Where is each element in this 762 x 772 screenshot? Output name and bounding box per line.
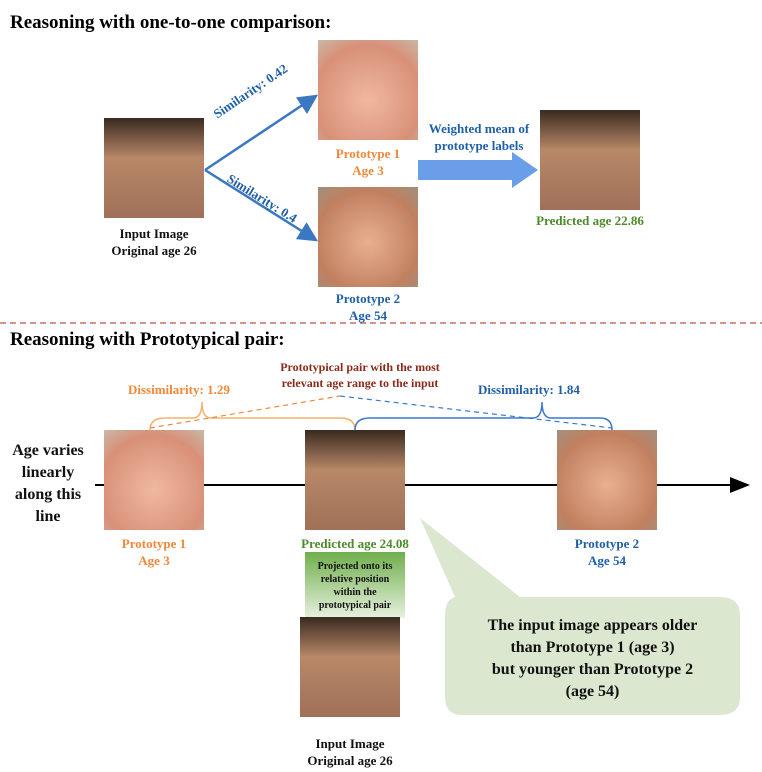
- prototype2-pair-label: Prototype 2 Age 54: [537, 535, 677, 569]
- prototype2-label: Prototype 2 Age 54: [298, 290, 438, 324]
- predicted-image-pair: [305, 430, 405, 530]
- section2-title: Reasoning with Prototypical pair:: [10, 329, 285, 350]
- prototype2-image: [318, 187, 418, 287]
- dissimilarity-1: Dissimilarity: 1.29: [128, 382, 230, 397]
- prototype1-label: Prototype 1 Age 3: [298, 145, 438, 179]
- prototype1-label-text: Prototype 1: [335, 146, 401, 161]
- projection-label-line: prototypical pair: [318, 600, 392, 611]
- orange-dashed-link: [149, 395, 341, 429]
- projection-band: [305, 552, 405, 618]
- weighted-mean-arrow: [418, 152, 538, 188]
- weighted-mean-line-1: Weighted mean of: [428, 121, 530, 136]
- axis-label: Age varies linearly along this line: [0, 440, 96, 528]
- projection-label: Projected onto its relative position withi…: [305, 560, 405, 612]
- callout-bubble: [420, 518, 740, 715]
- projection-label-line: Projected onto its: [317, 561, 393, 572]
- blue-dashed-link: [339, 395, 613, 429]
- prototype1-age-text: Age 3: [352, 163, 384, 178]
- prototype1-pair-age-text: Age 3: [138, 553, 170, 568]
- axis-label-line: line: [35, 508, 61, 525]
- prototype1-image: [318, 40, 418, 140]
- predicted-label: Predicted age 22.86: [536, 213, 644, 228]
- prototype2-age-text: Age 54: [349, 308, 387, 323]
- weighted-mean-label: Weighted mean of prototype labels: [414, 120, 544, 154]
- axis-label-line: along this: [14, 486, 82, 503]
- input-pair-label-text: Input Image: [315, 736, 385, 751]
- prototype2-image-pair: [557, 430, 657, 530]
- orange-bracket: [149, 401, 356, 431]
- similarity-arrow-1: [204, 94, 319, 172]
- input-age-text: Original age 26: [111, 243, 197, 258]
- projection-label-line: within the: [333, 587, 377, 598]
- callout-line: than Prototype 1 (age 3): [510, 639, 675, 656]
- similarity-arrow-2: [204, 168, 319, 242]
- input-pair-age-text: Original age 26: [307, 753, 393, 768]
- predicted-pair-label: Predicted age 24.08: [301, 536, 409, 551]
- callout-text: The input image appears older than Protot…: [450, 615, 735, 703]
- input-image-pair: [300, 617, 400, 717]
- dissimilarity-2: Dissimilarity: 1.84: [478, 382, 580, 397]
- pair-label-line-1: Prototypical pair with the most: [280, 360, 440, 374]
- prototype1-image-pair: [104, 430, 204, 530]
- blue-bracket: [354, 401, 613, 431]
- prototype2-label-text: Prototype 2: [335, 291, 401, 306]
- prototype1-pair-label-text: Prototype 1: [121, 536, 187, 551]
- axis-label-line: Age varies: [12, 442, 84, 459]
- axis-label-line: linearly: [21, 464, 75, 481]
- pair-label-line-2: relevant age range to the input: [281, 376, 439, 390]
- prototype2-pair-label-text: Prototype 2: [574, 536, 640, 551]
- section1-title: Reasoning with one-to-one comparison:: [10, 12, 332, 33]
- callout-line: The input image appears older: [487, 617, 698, 634]
- input-label-text: Input Image: [119, 226, 189, 241]
- prototype1-pair-label: Prototype 1 Age 3: [84, 535, 224, 569]
- callout-line: but younger than Prototype 2: [491, 661, 694, 678]
- input-image: [104, 118, 204, 218]
- weighted-mean-line-2: prototype labels: [434, 138, 524, 153]
- projection-label-line: relative position: [320, 574, 390, 585]
- pair-label: Prototypical pair with the most relevant …: [245, 359, 475, 391]
- predicted-image: [540, 110, 640, 210]
- callout-line: (age 54): [565, 683, 620, 700]
- prototype2-pair-age-text: Age 54: [588, 553, 626, 568]
